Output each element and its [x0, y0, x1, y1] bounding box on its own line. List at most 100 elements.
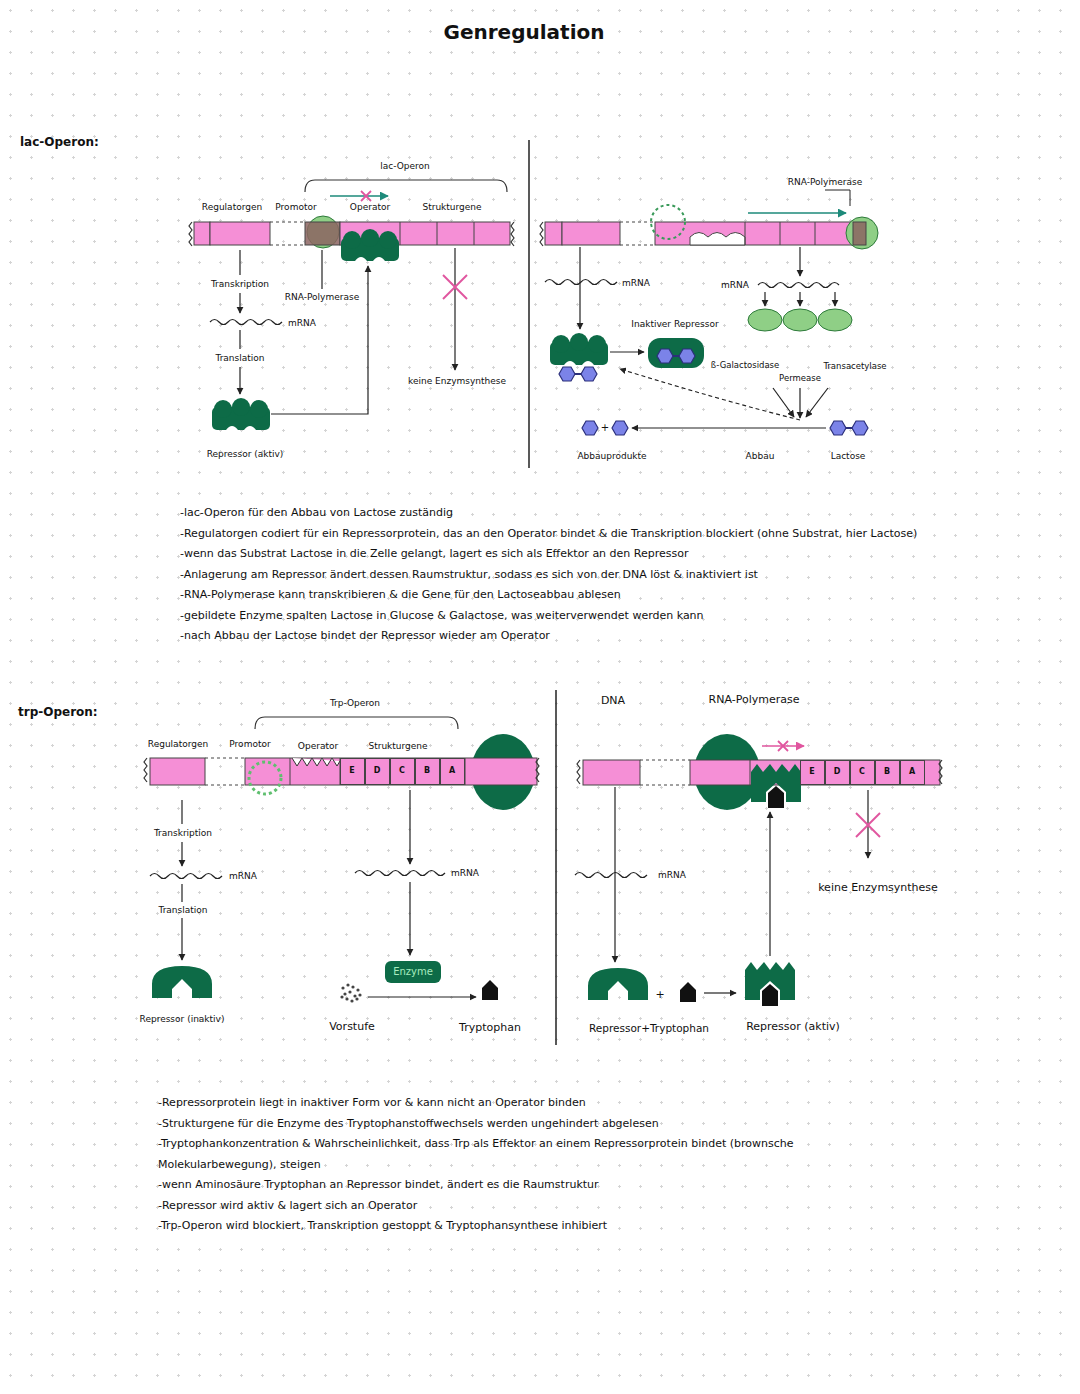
lac-operon-repressed	[321, 250, 322, 289]
note-text: -Regulatorgen codiert für ein Repressorp…	[180, 524, 920, 545]
trp-operon-repressed	[614, 787, 615, 962]
trp-operon-repressed	[583, 760, 640, 785]
lac-operon-induced	[818, 309, 852, 331]
gene-box: A	[900, 760, 925, 785]
lac-operon-induced	[764, 292, 765, 306]
trp-operon-repressed	[694, 760, 760, 785]
lac-operon-repressed	[361, 191, 371, 201]
trp-operon-repressed	[856, 813, 880, 837]
trp-operon-active	[290, 758, 291, 785]
gene-box: E	[800, 760, 825, 785]
lac-operon-repressed	[361, 191, 371, 201]
lac-operon-repressed	[189, 180, 514, 430]
trp-operon-repressed	[750, 760, 751, 785]
trp-operon-active	[255, 717, 458, 729]
trp-operon-active	[368, 996, 476, 997]
part-label: mRNA	[721, 280, 749, 291]
lac-operon-induced	[748, 212, 846, 214]
result-label: keine Enzymsynthese	[818, 881, 938, 894]
enzyme-label: ß-Galactosidase	[711, 360, 780, 370]
lac-operon-repressed	[239, 293, 240, 313]
divider-line	[528, 140, 530, 468]
trp-operon-active	[150, 874, 222, 879]
lac-operon-induced	[540, 190, 878, 435]
trp-operon-repressed	[690, 760, 940, 785]
lac-operon-induced	[815, 222, 816, 245]
lac-operon-induced	[799, 247, 800, 276]
note-text: -RNA-Polymerase kann transkribieren & di…	[180, 585, 920, 606]
note-text: -gebildete Enzyme spalten Lactose in Glu…	[180, 606, 920, 627]
lac-operon-induced	[648, 338, 704, 368]
trp-operon-active	[345, 997, 348, 1000]
notes-block: -lac-Operon für den Abbau von Lactose zu…	[180, 503, 920, 647]
trp-operon-repressed	[575, 873, 647, 878]
lac-operon-repressed	[437, 222, 438, 245]
part-label: Strukturgene	[422, 202, 481, 213]
trp-operon-active	[144, 717, 539, 1003]
gene-box: C	[850, 760, 875, 785]
lac-operon-induced	[550, 333, 608, 365]
trp-operon-repressed	[745, 962, 795, 1006]
gene-box: D	[365, 758, 390, 785]
lac-operon-repressed	[341, 229, 399, 261]
note-text: -Anlagerung am Repressor ändert dessen R…	[180, 565, 920, 586]
trp-operon-repressed	[640, 785, 690, 786]
part-label: Regulatorgen	[148, 739, 208, 750]
part-label: RNA-Polymerase	[788, 177, 862, 188]
lac-operon-repressed	[305, 222, 340, 245]
lac-operon-induced	[655, 222, 855, 245]
note-text: -Trp-Operon wird blockiert, Transkriptio…	[158, 1216, 858, 1237]
process-label: Abbau	[746, 451, 775, 462]
lac-operon-repressed	[212, 398, 270, 430]
part-label: mRNA	[288, 318, 316, 329]
lac-operon-induced	[799, 292, 800, 306]
section-heading: lac-Operon:	[20, 135, 99, 149]
trp-operon-repressed	[575, 734, 942, 1006]
trp-operon-active	[355, 997, 358, 1000]
part-label: DNA	[601, 694, 625, 707]
enzyme-box: Enzyme	[385, 961, 441, 983]
trp-operon-active	[355, 871, 445, 876]
lac-operon-repressed	[400, 222, 401, 245]
node-text: D	[834, 767, 841, 776]
trp-operon-active	[150, 758, 205, 785]
lac-operon-repressed	[239, 367, 240, 394]
lac-operon-induced	[806, 388, 828, 417]
note-text: -Tryptophankonzentration & Wahrscheinlic…	[158, 1134, 858, 1175]
part-label: mRNA	[622, 278, 650, 289]
process-label: Transkription	[211, 279, 269, 290]
trp-operon-active	[346, 983, 349, 986]
part-label: Vorstufe	[329, 1020, 375, 1033]
node-text: B	[884, 767, 890, 776]
lac-operon-induced	[657, 349, 695, 363]
part-label: Promotor	[275, 202, 316, 213]
lac-operon-induced	[545, 280, 617, 285]
trp-operon-active	[205, 785, 245, 786]
trp-operon-active	[409, 882, 410, 955]
lac-operon-induced	[620, 369, 800, 420]
part-label: Operator	[350, 202, 390, 213]
lac-operon-repressed	[271, 266, 368, 414]
lac-operon-repressed	[474, 222, 475, 245]
node-text: E	[349, 766, 354, 775]
trp-operon-active	[340, 983, 361, 1002]
trp-operon-active	[351, 985, 354, 988]
part-label: Repressor (aktiv)	[746, 1020, 840, 1033]
trp-operon-repressed	[577, 760, 580, 784]
trp-operon-repressed	[588, 968, 648, 1000]
gene-box: E	[340, 758, 365, 785]
lac-operon-induced	[562, 222, 620, 245]
note-text: -Repressorprotein liegt in inaktiver For…	[158, 1093, 858, 1114]
lac-operon-repressed	[239, 250, 240, 275]
note-text: -Strukturgene für die Enzyme des Tryptop…	[158, 1114, 858, 1135]
lac-operon-repressed	[443, 275, 467, 299]
trp-operon-active	[536, 758, 539, 782]
note-text: -wenn Aminosäure Tryptophan an Repressor…	[158, 1175, 858, 1196]
lac-operon-induced	[559, 367, 597, 381]
trp-operon-repressed	[856, 813, 880, 837]
part-label: Strukturgene	[368, 741, 427, 752]
trp-operon-active	[353, 994, 356, 997]
lac-operon-repressed	[511, 222, 514, 246]
lac-operon-induced	[620, 222, 655, 223]
lac-operon-repressed	[239, 330, 240, 349]
